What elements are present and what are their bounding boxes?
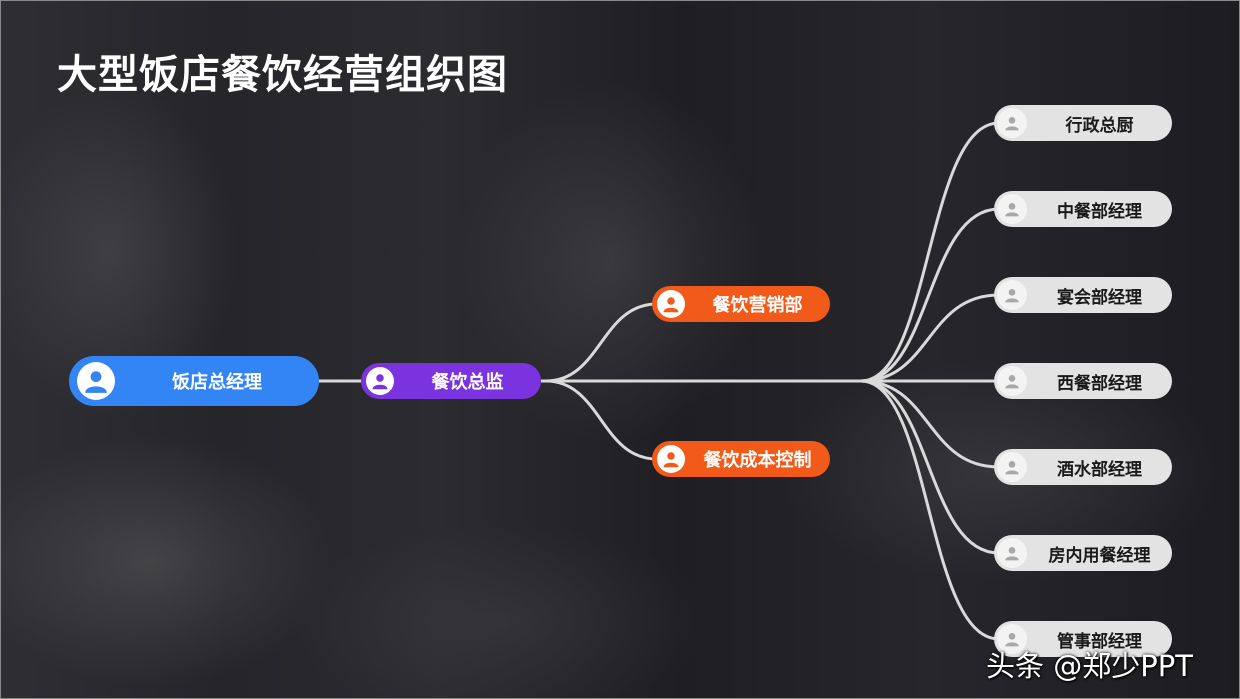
watermark: 头条 @郑少PPT [986, 649, 1193, 683]
page-title: 大型饭店餐饮经营组织图 [57, 52, 508, 98]
node-label: 宴会部经理 [1057, 287, 1142, 308]
node-fb-marketing[interactable]: 餐饮营销部 [652, 286, 830, 322]
node-label: 餐饮营销部 [712, 295, 803, 316]
node-label: 餐饮成本控制 [703, 450, 812, 471]
node-label: 酒水部经理 [1057, 459, 1142, 480]
node-stewarding-manager[interactable]: 管事部经理 [994, 621, 1172, 657]
user-icon [997, 538, 1027, 568]
user-icon [997, 280, 1027, 310]
user-icon [997, 108, 1027, 138]
node-label: 中餐部经理 [1057, 201, 1142, 222]
node-label: 西餐部经理 [1057, 373, 1142, 394]
user-icon [657, 445, 685, 473]
node-label: 管事部经理 [1057, 631, 1142, 652]
node-room-service-manager[interactable]: 房内用餐经理 [994, 535, 1172, 571]
node-chinese-restaurant-manager[interactable]: 中餐部经理 [994, 191, 1172, 227]
user-icon [997, 194, 1027, 224]
node-label: 房内用餐经理 [1048, 545, 1151, 566]
node-fb-director[interactable]: 餐饮总监 [361, 363, 541, 399]
node-label: 饭店总经理 [172, 372, 262, 393]
user-icon [366, 367, 394, 395]
user-icon [657, 290, 685, 318]
node-western-restaurant-manager[interactable]: 西餐部经理 [994, 363, 1172, 399]
user-icon [77, 362, 115, 400]
node-label: 行政总厨 [1065, 115, 1134, 136]
node-executive-chef[interactable]: 行政总厨 [994, 105, 1172, 141]
node-banquet-manager[interactable]: 宴会部经理 [994, 277, 1172, 313]
user-icon [997, 624, 1027, 654]
node-fb-cost-control[interactable]: 餐饮成本控制 [652, 441, 830, 477]
node-label: 餐饮总监 [431, 372, 504, 393]
node-general-manager[interactable]: 饭店总经理 [69, 356, 319, 406]
node-beverage-manager[interactable]: 酒水部经理 [994, 449, 1172, 485]
user-icon [997, 452, 1027, 482]
user-icon [997, 366, 1027, 396]
